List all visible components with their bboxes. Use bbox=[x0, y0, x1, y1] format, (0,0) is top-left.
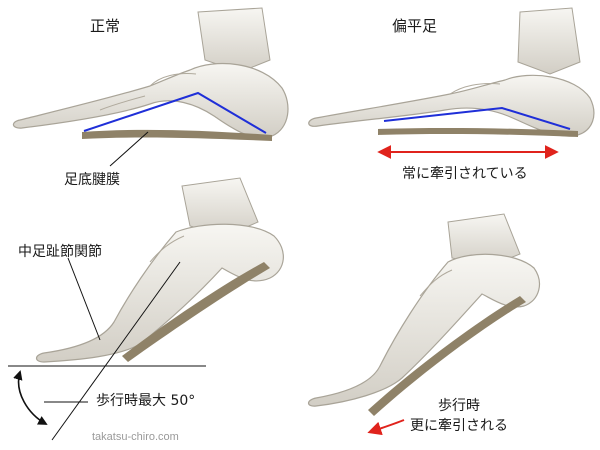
always-pulled-label: 常に牽引されている bbox=[402, 166, 528, 182]
normal-foot-skeleton bbox=[12, 7, 289, 138]
plantar-fascia-pointer bbox=[109, 131, 149, 167]
normal-plantar-fascia bbox=[82, 129, 272, 141]
dorsiflexion-angle-arc bbox=[13, 370, 48, 425]
flatfoot-skeleton bbox=[308, 7, 595, 137]
site-credit: takatsu-chiro.com bbox=[92, 431, 179, 443]
walking-plantar-fascia bbox=[122, 262, 270, 362]
normal-title: 正常 bbox=[90, 17, 121, 35]
extra-tension-arrow bbox=[367, 419, 405, 436]
walking-foot-skeleton bbox=[35, 177, 284, 363]
mtp-joint-label: 中足趾節関節 bbox=[18, 244, 102, 260]
pulled-more-label: 更に牽引される bbox=[410, 418, 508, 434]
flatfoot-title: 偏平足 bbox=[392, 17, 438, 35]
flatfoot-plantar-fascia bbox=[378, 127, 578, 137]
flatfoot-arch-line bbox=[383, 106, 571, 130]
walking-label: 歩行時 bbox=[438, 398, 480, 414]
walking-flatfoot-plantar-fascia bbox=[368, 296, 526, 416]
plantar-fascia-label: 足底腱膜 bbox=[64, 172, 120, 188]
mtp-joint-pointer bbox=[67, 257, 101, 341]
toe-extension-line bbox=[51, 261, 181, 441]
normal-arch-line bbox=[83, 91, 267, 134]
walking-max-angle-label: 歩行時最大 50° bbox=[96, 393, 196, 409]
walking-flatfoot-skeleton bbox=[307, 213, 541, 407]
